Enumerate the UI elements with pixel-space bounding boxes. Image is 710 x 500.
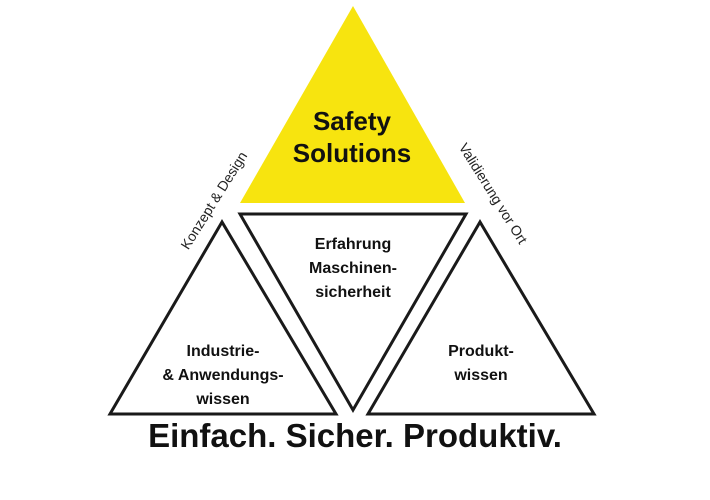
left-triangle-line2: & Anwendungs-: [162, 367, 283, 384]
tagline: Einfach. Sicher. Produktiv.: [148, 417, 562, 454]
right-triangle-line1: Produkt-: [448, 343, 514, 360]
middle-triangle-erfahrung: [237, 212, 469, 414]
left-triangle-industrie: [107, 219, 339, 416]
middle-triangle-line2: Maschinen-: [309, 260, 397, 277]
left-triangle-line3: wissen: [195, 391, 249, 408]
left-triangle-line1: Industrie-: [187, 343, 260, 360]
middle-triangle-line1: Erfahrung: [315, 236, 391, 253]
top-triangle-line1: Safety: [313, 106, 392, 136]
top-triangle-line2: Solutions: [293, 138, 411, 168]
right-side-label: Validierung vor Ort: [456, 140, 531, 247]
right-triangle-produkt: [365, 219, 597, 416]
right-triangle-line2: wissen: [453, 367, 507, 384]
top-triangle-safety-solutions: [240, 6, 465, 203]
middle-triangle-line3: sicherheit: [315, 284, 391, 301]
